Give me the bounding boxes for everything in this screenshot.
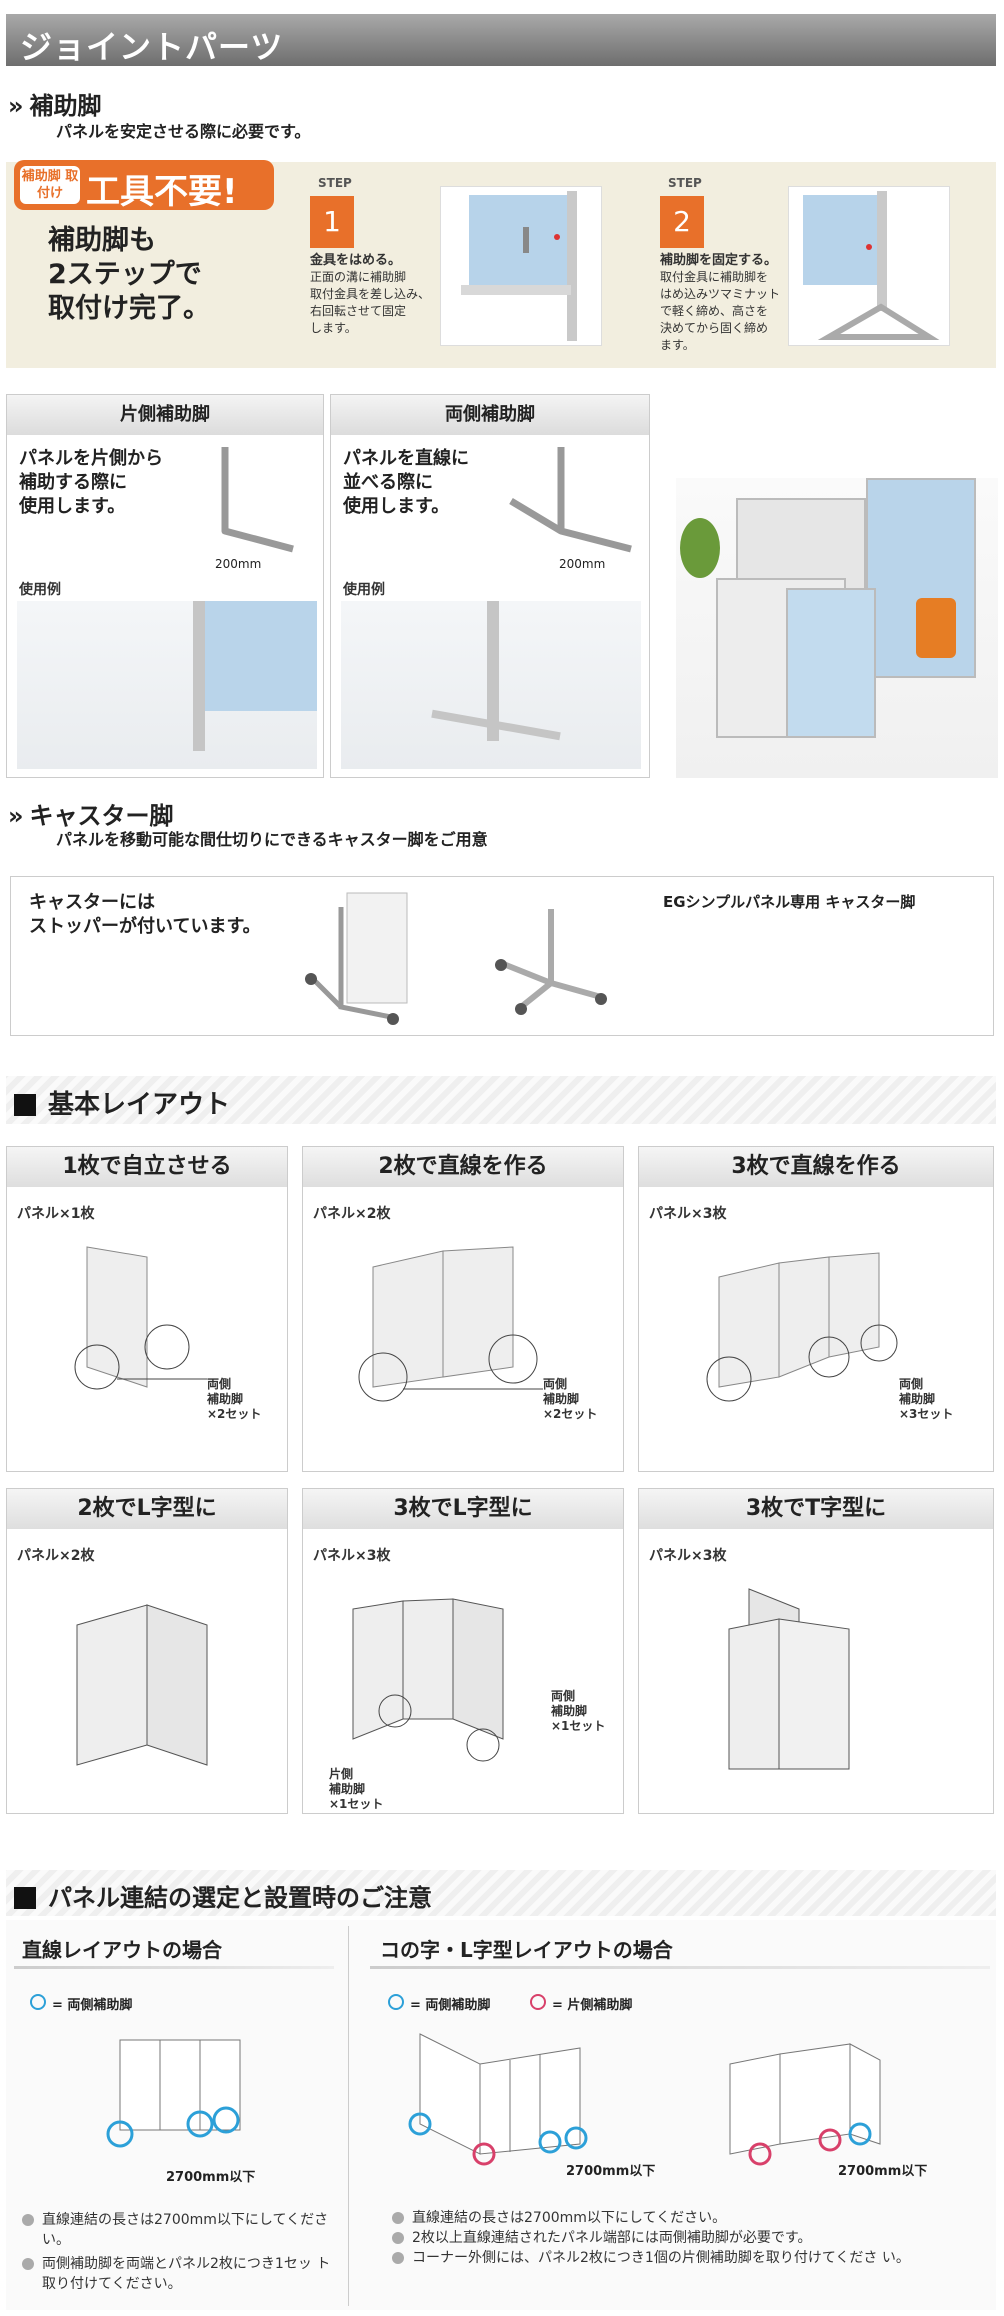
layout-card-illustration — [74, 1246, 207, 1390]
step-label: STEP — [668, 176, 702, 190]
legend-label: = 片側補助脚 — [552, 1998, 633, 2013]
layout-card-1: 1枚で自立させる パネル×1枚 両側 補助脚 ×2セット — [6, 1146, 288, 1472]
caster-panel-illustration — [305, 892, 408, 1025]
layout-card-6: 3枚でT字型に パネル×3枚 — [638, 1488, 994, 1814]
layout-card-qty: パネル×3枚 — [313, 1548, 391, 1564]
caster-leg-illustration — [495, 909, 607, 1015]
leg-card-single: 片側補助脚 パネルを片側から 補助する際に 使用します。 200mm 使用例 — [6, 394, 324, 778]
step-number: 2 — [660, 196, 704, 248]
layout-card-5: 3枚でL字型に パネル×3枚 両側 補助脚 ×1セット 片側 補助脚 ×1セット — [302, 1488, 624, 1814]
layout-card-4: 2枚でL字型に パネル×2枚 — [6, 1488, 288, 1814]
layout-card-qty: パネル×1枚 — [17, 1206, 95, 1222]
layout-card-note: 両側 補助脚 ×2セット — [543, 1377, 598, 1421]
hojo-headline: 補助脚も 2ステップで 取付け完了。 — [48, 225, 210, 324]
chevron-icon: » — [8, 802, 24, 830]
leg-card-double: 両側補助脚 パネルを直線に 並べる際に 使用します。 200mm 使用例 — [330, 394, 650, 778]
blue-circle-icon — [388, 1994, 404, 2010]
caster-product-name: EGシンプルパネル専用 キャスター脚 — [663, 893, 916, 911]
layout-card-qty: パネル×3枚 — [649, 1548, 727, 1564]
layout-card-title: 3枚でT字型に — [639, 1489, 993, 1529]
straight-layout-illustration — [106, 2039, 241, 2148]
step-label: STEP — [318, 176, 352, 190]
caution-right-title: コの字・L字型レイアウトの場合 — [380, 1938, 673, 1962]
dim-label: 200mm — [559, 557, 606, 571]
divider — [348, 1926, 349, 2306]
dim-label: 200mm — [215, 557, 262, 571]
layout-card-illustration — [358, 1246, 543, 1402]
layout-card-title: 1枚で自立させる — [7, 1147, 287, 1187]
caution-left-notes: 直線連結の長さは2700mm以下にしてくださ い。 両側補助脚を両端とパネル2枚… — [22, 2210, 340, 2294]
dim-label: 2700mm以下 — [566, 2164, 656, 2179]
leg-card-text: パネルを片側から 補助する際に 使用します。 — [19, 448, 163, 517]
caster-card: キャスターには ストッパーが付いています。 EGシンプルパネル専用 キャスター脚 — [10, 876, 994, 1036]
caster-heading: »キャスター脚 — [8, 802, 174, 830]
double-leg-icon — [509, 447, 632, 553]
header-title: ジョイントパーツ — [20, 28, 284, 66]
caution-left-title: 直線レイアウトの場合 — [22, 1938, 222, 1962]
single-leg-photo — [17, 601, 317, 769]
layout-card-illustration — [706, 1252, 898, 1402]
u-layout-illustration — [408, 2033, 588, 2166]
hojo-subtitle: パネルを安定させる際に必要です。 — [56, 122, 311, 141]
layout-card-qty: パネル×2枚 — [17, 1548, 95, 1564]
dim-label: 2700mm以下 — [166, 2170, 256, 2185]
layout-heading-bar — [6, 1076, 996, 1124]
blue-circle-icon — [30, 1994, 46, 2010]
leg-card-header: 片側補助脚 — [7, 395, 323, 435]
layout-card-illustration — [76, 1604, 208, 1766]
square-bullet-icon — [14, 1887, 36, 1909]
layout-card-2: 2枚で直線を作る パネル×2枚 両側 補助脚 ×2セット — [302, 1146, 624, 1472]
office-photo — [676, 478, 998, 778]
hojo-heading: »補助脚 — [8, 92, 102, 120]
step-2-illustration — [803, 191, 940, 340]
caster-subtitle: パネルを移動可能な間仕切りにできるキャスター脚をご用意 — [56, 830, 488, 849]
step-2-text: 補助脚を固定する。 取付金具に補助脚を はめ込みツマミナット で軽く締め、高さを… — [660, 253, 781, 352]
legend-label: = 両側補助脚 — [52, 1998, 133, 2013]
layout-card-note: 片側 補助脚 ×1セット — [329, 1767, 384, 1811]
layout-card-note: 両側 補助脚 ×1セット — [551, 1689, 606, 1733]
step-2-photo — [788, 186, 950, 346]
badge-big: 工具不要! — [86, 172, 238, 212]
pink-circle-icon — [530, 1994, 546, 2010]
dim-label: 2700mm以下 — [838, 2164, 928, 2179]
layout-card-note: 両側 補助脚 ×3セット — [899, 1377, 954, 1421]
layout-card-qty: パネル×2枚 — [313, 1206, 391, 1222]
step-1-text: 金具をはめる。 正面の溝に補助脚 取付金具を差し込み、 右回転させて固定 します… — [310, 253, 431, 335]
legend-label: = 両側補助脚 — [410, 1998, 491, 2013]
step-number: 1 — [310, 196, 354, 248]
example-label: 使用例 — [19, 582, 61, 598]
layout-card-note: 両側 補助脚 ×2セット — [207, 1377, 262, 1421]
layout-card-qty: パネル×3枚 — [649, 1206, 727, 1222]
layout-card-illustration — [728, 1588, 850, 1770]
step-1-photo — [440, 186, 602, 346]
caster-text: キャスターには ストッパーが付いています。 — [29, 892, 261, 937]
caution-right-notes: 直線連結の長さは2700mm以下にしてください。 2枚以上直線連結されたパネル端… — [392, 2208, 982, 2268]
single-leg-icon — [221, 447, 294, 553]
caution-heading-bar — [6, 1870, 996, 1916]
example-label: 使用例 — [343, 582, 385, 598]
square-bullet-icon — [14, 1094, 36, 1116]
layout-card-title: 2枚で直線を作る — [303, 1147, 623, 1187]
layout-card-title: 2枚でL字型に — [7, 1489, 287, 1529]
layout-heading: 基本レイアウト — [14, 1084, 230, 1121]
double-leg-photo — [341, 601, 641, 769]
layout-card-title: 3枚でL字型に — [303, 1489, 623, 1529]
layout-card-illustration — [352, 1598, 504, 1762]
layout-card-title: 3枚で直線を作る — [639, 1147, 993, 1187]
section-header: ジョイントパーツ — [6, 14, 996, 66]
leg-card-text: パネルを直線に 並べる際に 使用します。 — [343, 448, 469, 517]
leg-card-header: 両側補助脚 — [331, 395, 649, 435]
caution-heading: パネル連結の選定と設置時のご注意 — [14, 1878, 432, 1913]
l-layout-illustration — [729, 2043, 881, 2166]
badge-small: 補助脚 取付け — [20, 166, 80, 204]
layout-card-3: 3枚で直線を作る パネル×3枚 両側 補助脚 ×3セット — [638, 1146, 994, 1472]
step-1-illustration — [461, 191, 577, 341]
chevron-icon: » — [8, 92, 24, 120]
